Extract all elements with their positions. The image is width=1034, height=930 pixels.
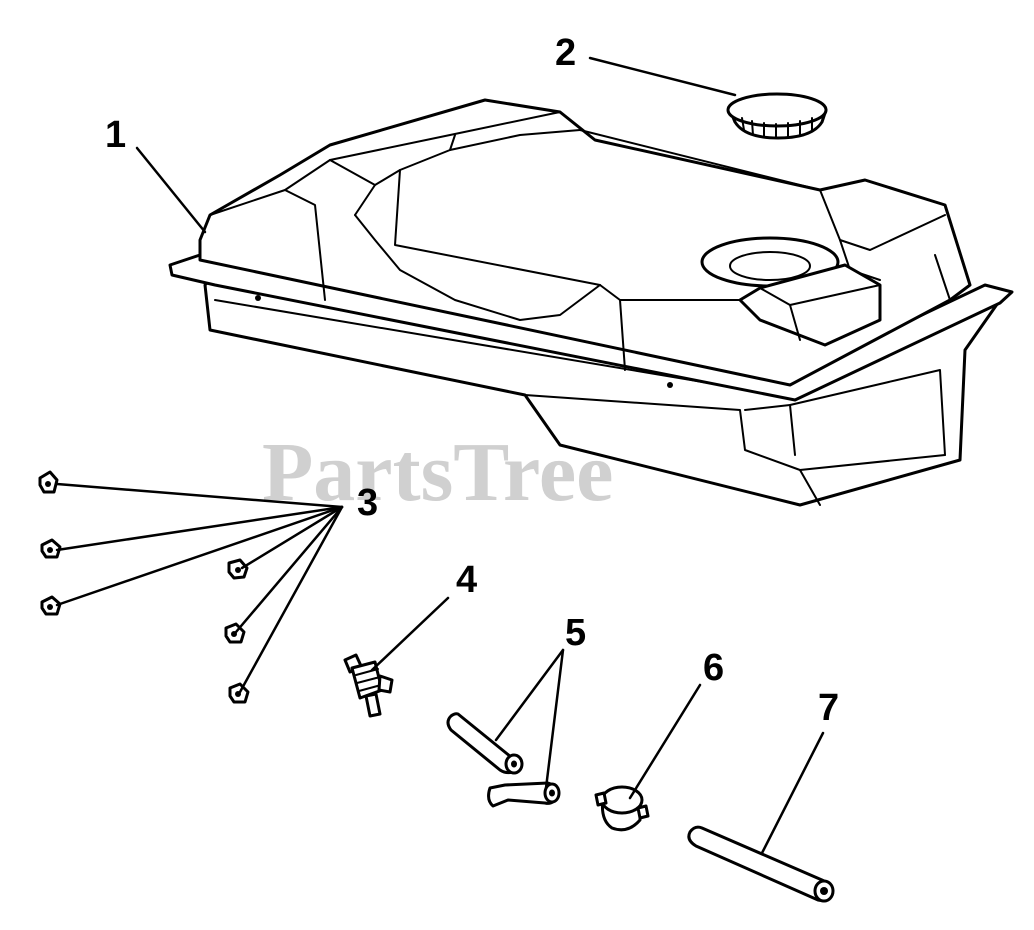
fuel-lines[interactable] (446, 712, 561, 808)
clamp-f[interactable] (228, 682, 250, 704)
fuel-filter[interactable] (594, 785, 650, 832)
callout-7: 7 (818, 687, 839, 729)
leader-lines (55, 56, 825, 855)
fuel-line-a[interactable] (446, 712, 524, 775)
callout-1: 1 (105, 114, 126, 156)
clamp-b[interactable] (40, 538, 62, 559)
watermark-text: PartsTree (262, 426, 613, 519)
callout-labels: 1 2 3 4 5 6 7 (105, 32, 839, 729)
clamp-d[interactable] (227, 558, 249, 580)
shutoff-valve[interactable] (343, 653, 394, 718)
callout-4: 4 (456, 559, 477, 601)
callout-3: 3 (357, 482, 378, 524)
hose-clamps[interactable] (38, 470, 250, 704)
clamp-c[interactable] (40, 595, 62, 616)
callout-2: 2 (555, 32, 576, 74)
callout-6: 6 (703, 647, 724, 689)
fuel-cap[interactable] (726, 92, 828, 140)
fuel-tank[interactable] (168, 98, 1014, 507)
watermark: PartsTree TM (262, 426, 765, 519)
fuel-line-long[interactable] (687, 825, 835, 903)
clamp-a[interactable] (38, 470, 59, 494)
fuel-line-b[interactable] (487, 781, 561, 808)
callout-5: 5 (565, 612, 586, 654)
